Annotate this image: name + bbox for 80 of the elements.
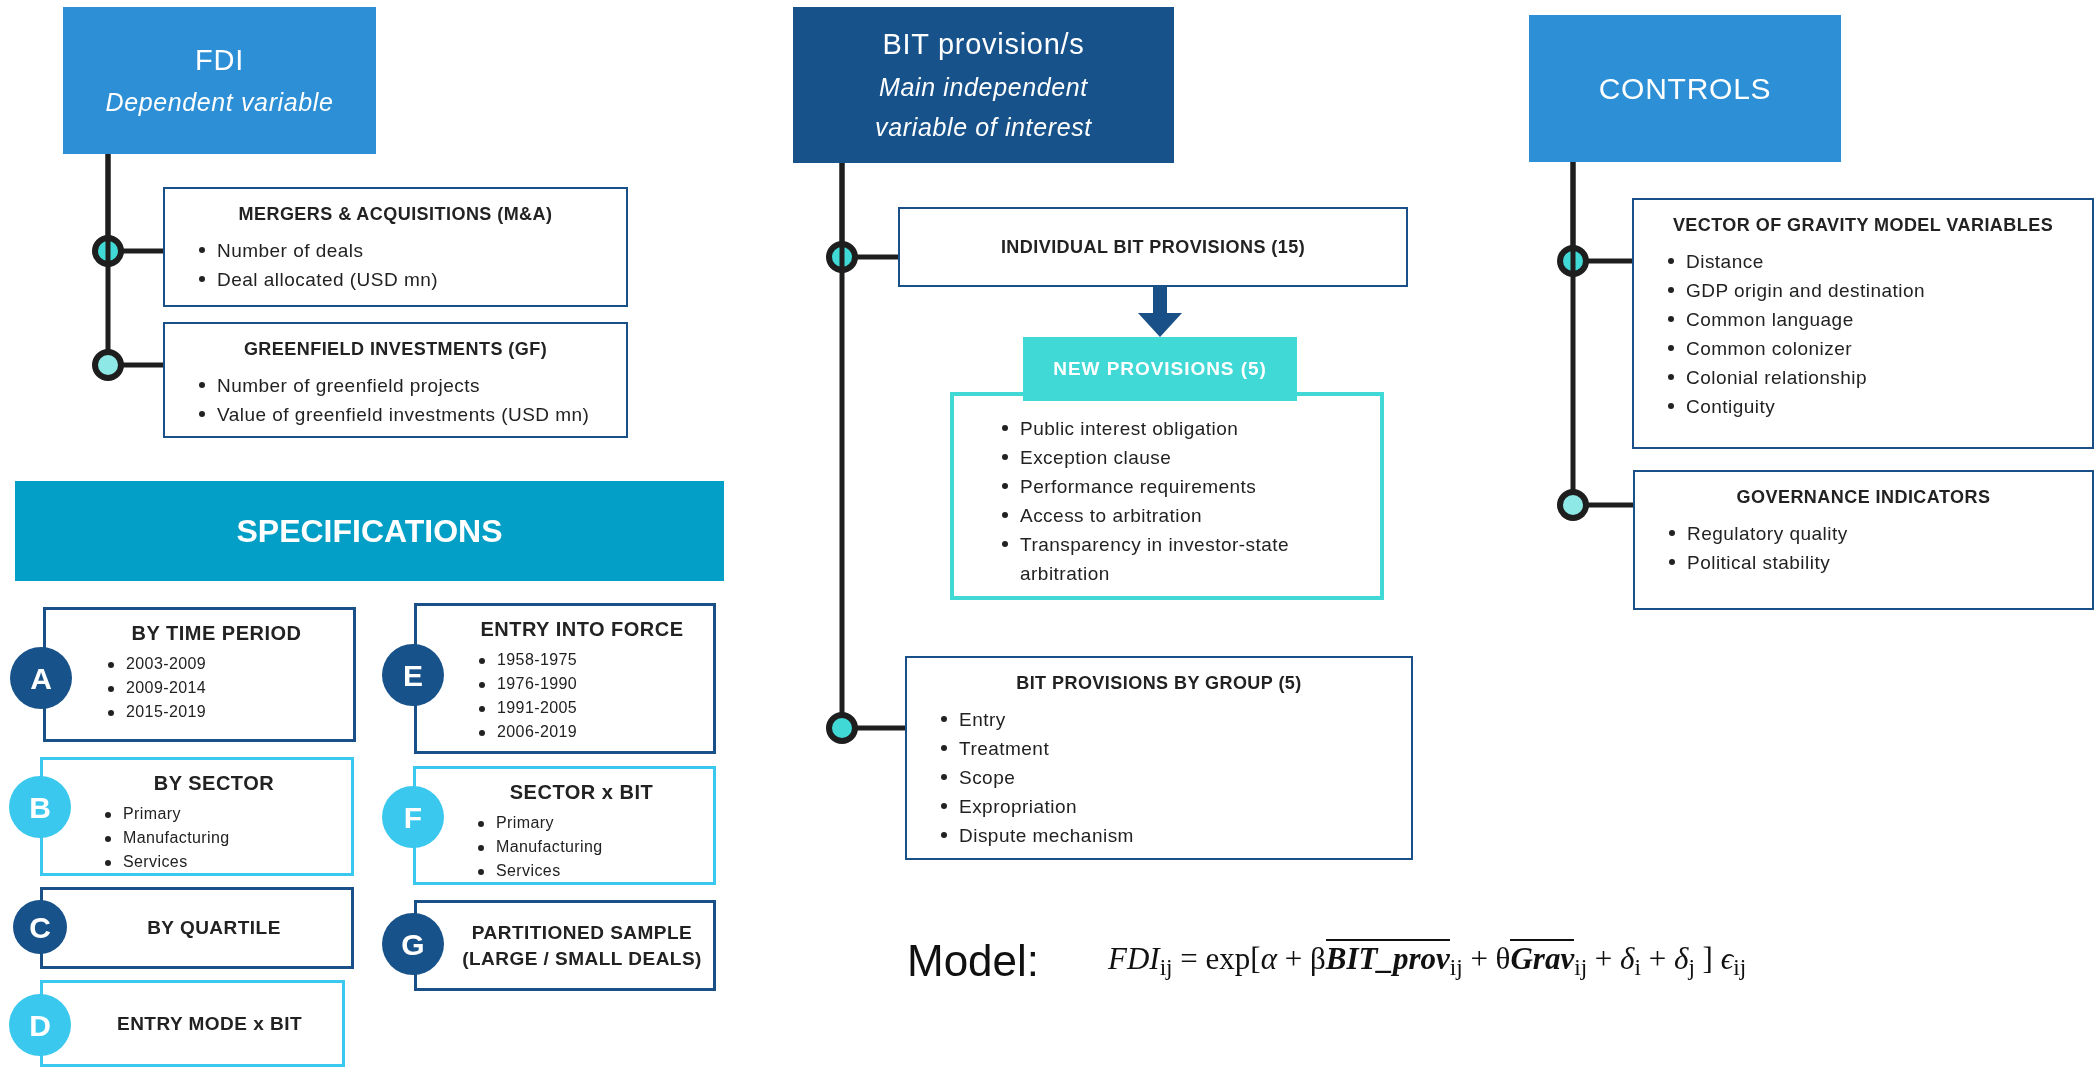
list-item: Services (123, 853, 188, 870)
header-box (63, 7, 376, 154)
box-heading: BIT PROVISIONS BY GROUP (5) (1015, 672, 1303, 695)
category-box (898, 207, 1408, 287)
connector-line (105, 154, 163, 368)
list-item: 2009-2014 (126, 679, 207, 696)
list-item: Common language (1686, 309, 1854, 330)
list-item: Contiguity (1686, 396, 1776, 417)
list-item: Dispute mechanism (959, 825, 1134, 846)
provisions-box (950, 392, 1384, 600)
header-title: BIT provision/s (882, 27, 1085, 63)
model-label: Model: (907, 935, 1040, 987)
list-item: Expropriation (959, 796, 1078, 817)
box-heading: PARTITIONED SAMPLE (LARGE / SMALL DEALS) (461, 920, 703, 971)
category-box (1633, 470, 2094, 610)
category-box (1632, 198, 2094, 449)
list-item: Regulatory quality (1687, 523, 1848, 544)
list-item: Public interest obligation (1020, 418, 1239, 439)
box-heading: BY QUARTILE (146, 916, 282, 940)
box-heading: VECTOR OF GRAVITY MODEL VARIABLES (1671, 214, 2055, 237)
list-item: 2003-2009 (126, 655, 207, 672)
category-box (163, 322, 628, 438)
list-item: Number of greenfield projects (217, 375, 480, 396)
header-title: CONTROLS (1598, 71, 1772, 107)
letter-badge: F (382, 786, 444, 848)
model-equation: FDI$_{ij}$ = exp[α + βBIT_prov$_{ij}$ + θGrav$_{ij}$ + δ$_{i}$ + δ$_{j}$ ] ϵ$_{ij}$ (1108, 938, 1747, 982)
list-item: Deal allocated (USD mn) (217, 269, 439, 290)
letter-badge: B (9, 776, 71, 838)
header-subtitle: Dependent variable (105, 87, 334, 119)
letter-badge: E (382, 644, 444, 706)
list-item: Performance requirements (1020, 476, 1257, 497)
letter-badge: A (10, 647, 72, 709)
list-item: 2006-2019 (497, 723, 578, 740)
list-item: Treatment (959, 738, 1050, 759)
list-item: Colonial relationship (1686, 367, 1868, 388)
letter-badge: G (382, 913, 444, 975)
header-title: FDI (195, 42, 244, 78)
heading-band (1023, 337, 1297, 401)
connector-line (839, 163, 905, 731)
list-item: Primary (123, 805, 181, 822)
category-box (905, 656, 1413, 860)
header-box (1529, 15, 1841, 162)
list-item: Access to arbitration (1020, 505, 1203, 526)
list-item: Scope (959, 767, 1016, 788)
box-heading: GREENFIELD INVESTMENTS (GF) (242, 338, 549, 361)
list-item: Services (496, 862, 561, 879)
list-item: Political stability (1687, 552, 1831, 573)
band-title: SPECIFICATIONS (236, 512, 503, 551)
list-item: Entry (959, 709, 1006, 730)
heading-band (15, 481, 724, 581)
list-item: 1976-1990 (497, 675, 578, 692)
list-item: Common colonizer (1686, 338, 1852, 359)
header-box (793, 7, 1174, 163)
box-heading: MERGERS & ACQUISITIONS (M&A) (237, 203, 554, 226)
list-item: Manufacturing (496, 838, 603, 855)
list-item: GDP origin and destination (1686, 280, 1926, 301)
box-heading: SECTOR x BIT (508, 780, 655, 805)
header-subtitle: Main independent variable of interest (874, 71, 1093, 143)
letter-badge: D (9, 994, 71, 1056)
list-item: Primary (496, 814, 554, 831)
list-item: 1991-2005 (497, 699, 578, 716)
band-title: NEW PROVISIONS (5) (1053, 356, 1267, 381)
list-item: Manufacturing (123, 829, 230, 846)
category-box (163, 187, 628, 307)
list-item: Value of greenfield investments (USD mn) (217, 404, 590, 425)
box-heading: ENTRY MODE x BIT (116, 1011, 303, 1036)
box-heading: BY SECTOR (152, 771, 276, 796)
list-item: 1958-1975 (497, 651, 578, 668)
box-heading: INDIVIDUAL BIT PROVISIONS (15) (999, 235, 1307, 259)
list-item: Transparency in investor-state arbitration (1020, 534, 1290, 584)
list-item: Distance (1686, 251, 1764, 272)
list-item: Exception clause (1020, 447, 1172, 468)
list-item: Number of deals (217, 240, 364, 261)
box-heading: BY TIME PERIOD (130, 621, 303, 646)
list-item: 2015-2019 (126, 703, 207, 720)
arrow (1138, 287, 1182, 337)
letter-badge: C (13, 900, 67, 954)
connector-line (1570, 162, 1633, 508)
box-heading: GOVERNANCE INDICATORS (1735, 486, 1992, 509)
box-heading: ENTRY INTO FORCE (479, 617, 685, 642)
